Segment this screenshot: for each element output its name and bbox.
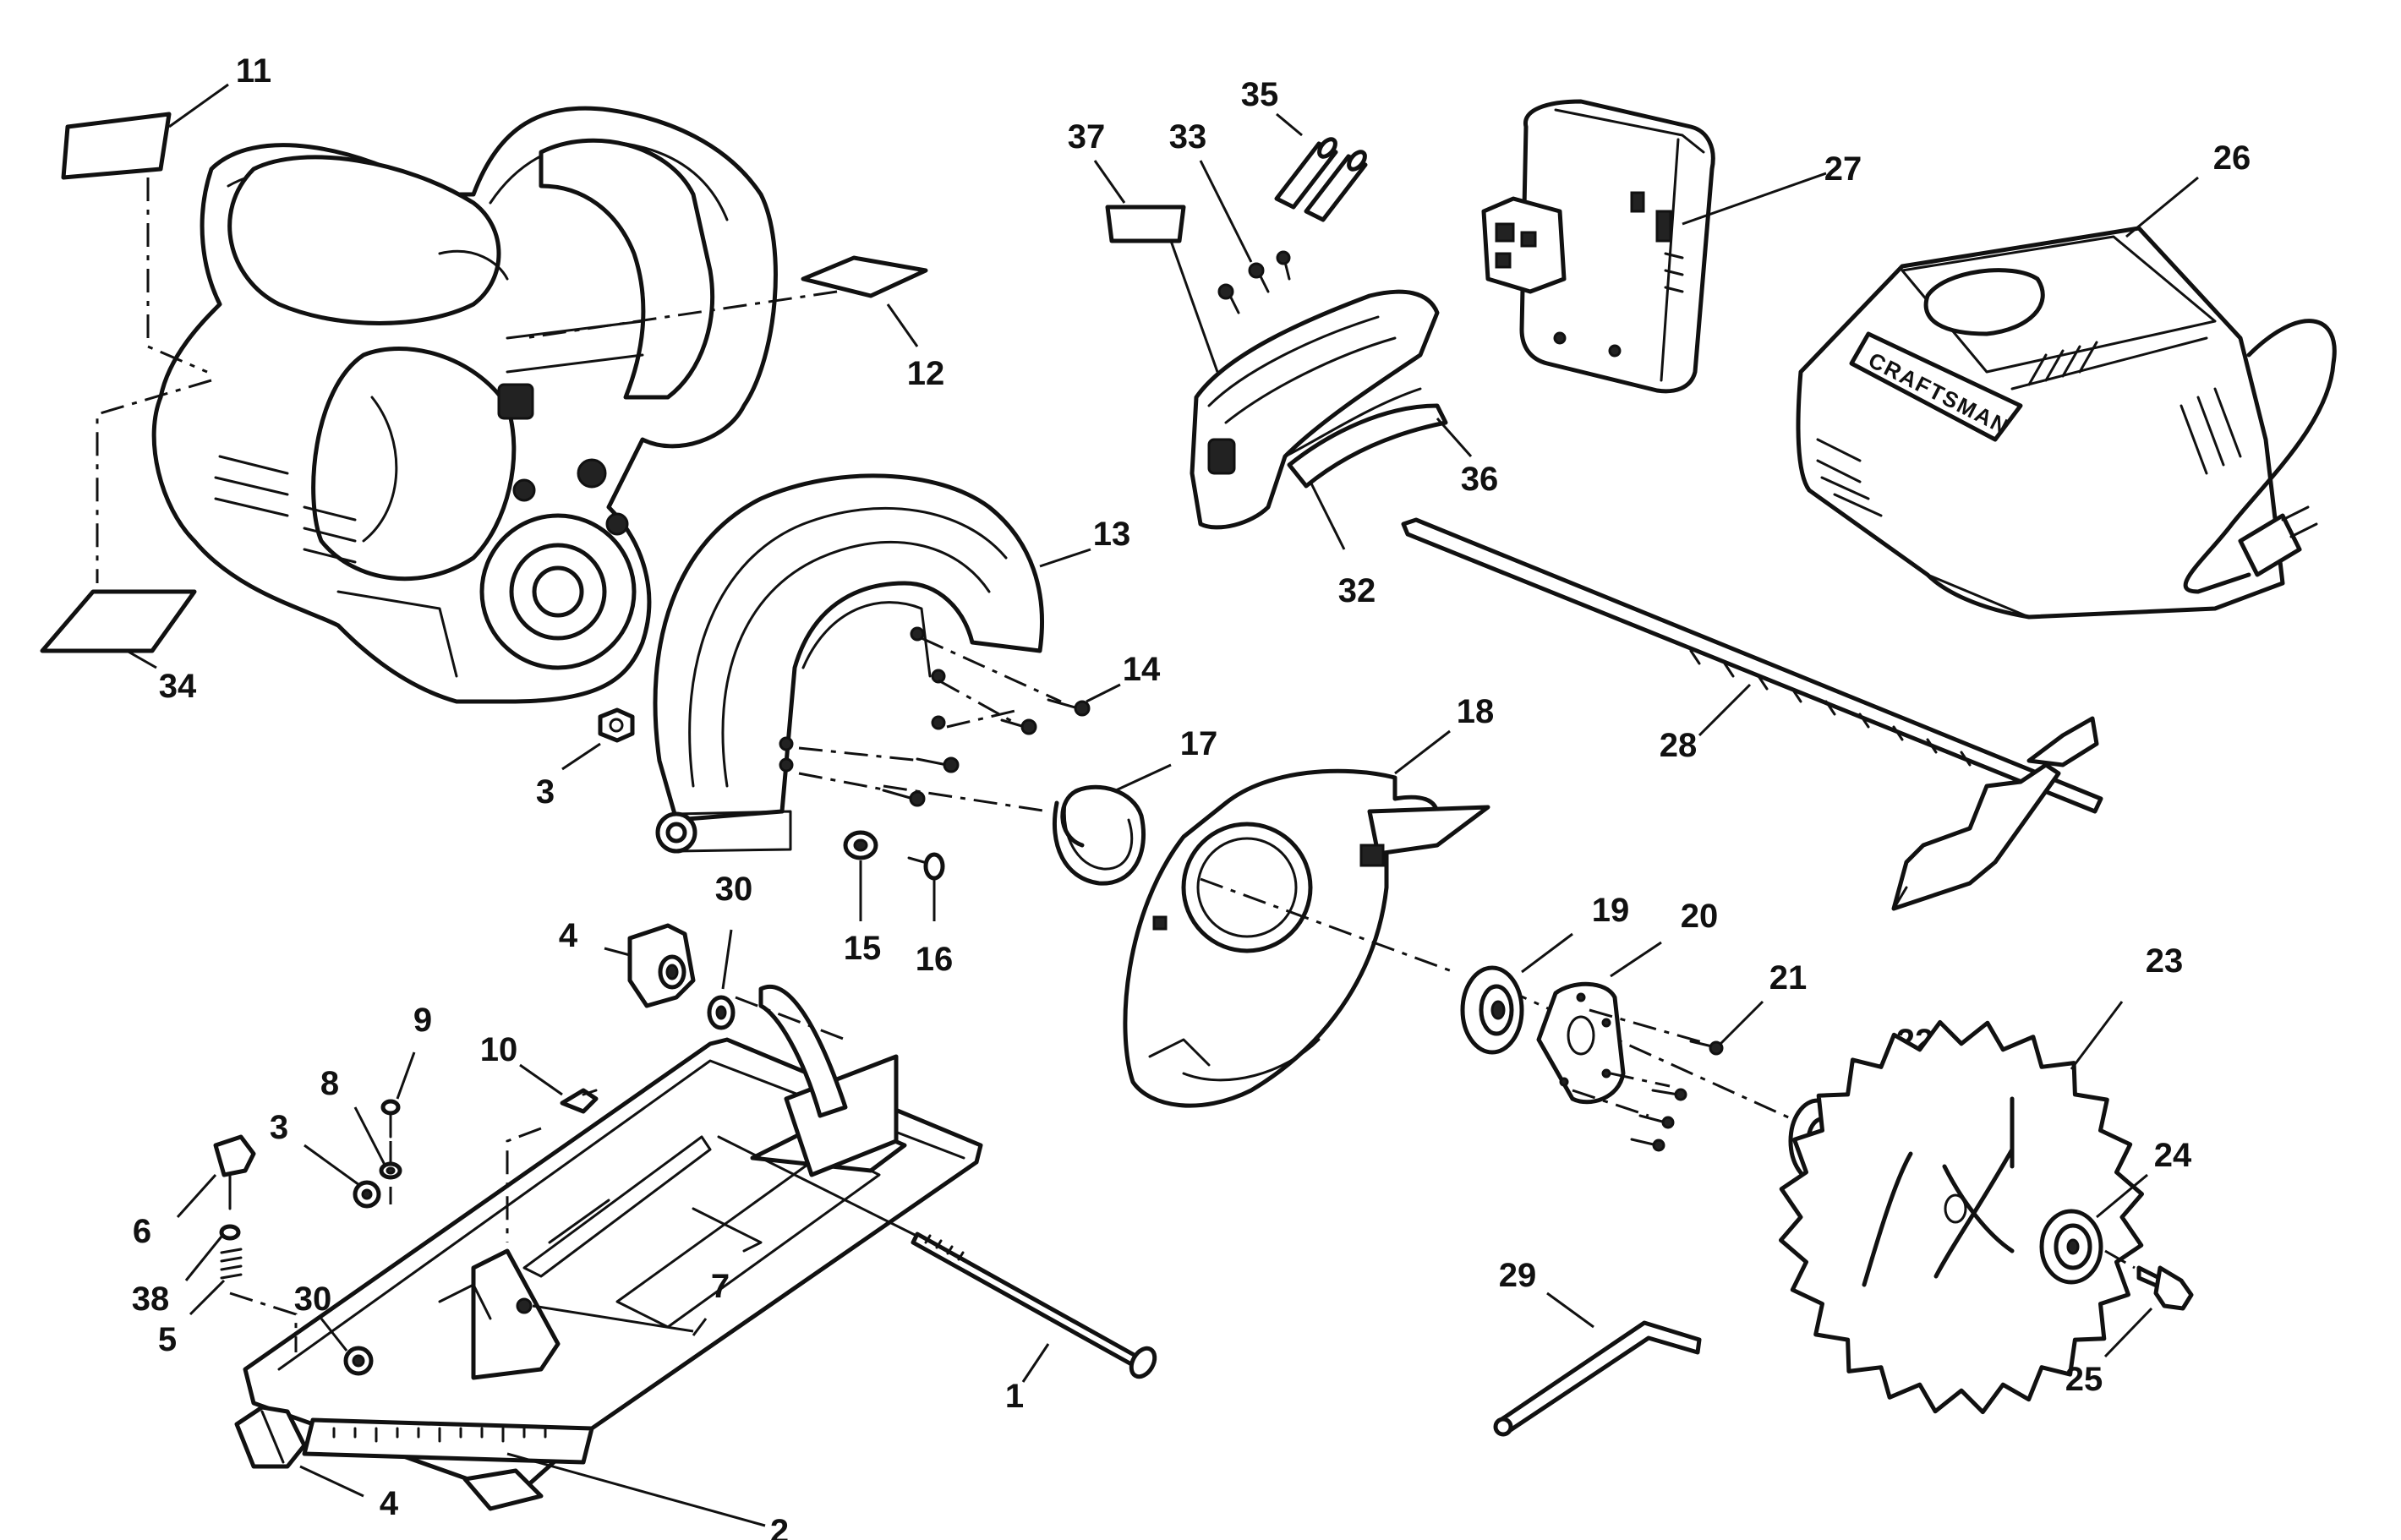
callout-8: 8 xyxy=(320,1065,339,1102)
inner-washer-19: 19 xyxy=(1460,892,1630,1055)
screw-9: 9 xyxy=(380,1002,432,1204)
callout-18: 18 xyxy=(1457,693,1495,730)
washer-8: 8 xyxy=(320,1065,402,1180)
shoe-rivet-7: 7 xyxy=(516,1268,730,1336)
thumb-knob-6: 6 xyxy=(133,1134,256,1250)
guard-screws-14: 14 xyxy=(910,626,1161,735)
callout-26: 26 xyxy=(2213,139,2251,177)
depth-bracket-axis xyxy=(735,996,846,1041)
callout-3b: 3 xyxy=(270,1109,288,1146)
callout-35: 35 xyxy=(1241,76,1279,113)
callout-4b: 4 xyxy=(380,1485,399,1522)
knob-4-lower: 4 xyxy=(234,1405,399,1522)
washer-38: 38 xyxy=(132,1224,241,1318)
callout-32: 32 xyxy=(1338,572,1376,609)
label-decal-11: 11 xyxy=(61,52,271,374)
callout-1: 1 xyxy=(1005,1378,1024,1415)
callout-23: 23 xyxy=(2146,942,2184,980)
motor-housing xyxy=(151,106,778,704)
knob-4-upper: 4 xyxy=(559,917,696,1008)
callout-30a: 30 xyxy=(715,871,753,908)
callout-20: 20 xyxy=(1681,898,1719,935)
callout-21: 21 xyxy=(1769,959,1808,997)
callout-4a: 4 xyxy=(559,917,578,954)
callout-36: 36 xyxy=(1461,461,1499,498)
spring-5: 5 xyxy=(158,1248,298,1358)
callout-5: 5 xyxy=(158,1321,177,1358)
callout-37: 37 xyxy=(1068,118,1106,156)
callout-7: 7 xyxy=(711,1268,730,1305)
callout-15: 15 xyxy=(844,930,882,967)
washer-15: 15 xyxy=(843,830,882,967)
pins-35: 35 xyxy=(1241,76,1368,222)
callout-2: 2 xyxy=(770,1513,789,1540)
callout-25: 25 xyxy=(2065,1361,2103,1398)
nut-3-upper: 3 xyxy=(536,707,635,811)
blade-bolt-25: 25 xyxy=(2065,1249,2194,1398)
lower-blade-guard: 18 xyxy=(1123,693,1495,1108)
callout-9: 9 xyxy=(413,1002,432,1039)
nut-3-lower: 3 xyxy=(270,1109,381,1209)
callout-19: 19 xyxy=(1592,892,1630,929)
screw-16: 16 xyxy=(907,852,954,978)
callout-38: 38 xyxy=(132,1281,170,1318)
guard-mount-screws xyxy=(779,736,960,807)
pad-strip-36: 36 xyxy=(1287,403,1499,498)
washer-30-lower: 30 xyxy=(294,1281,374,1376)
callout-30b: 30 xyxy=(294,1281,332,1318)
callout-34: 34 xyxy=(159,668,197,705)
flange-screws-21: 21 xyxy=(1572,959,1808,1152)
callout-10: 10 xyxy=(480,1031,518,1068)
upper-blade-guard: 13 xyxy=(653,473,1131,854)
hex-wrench-29: 29 xyxy=(1493,1257,1702,1437)
callout-13: 13 xyxy=(1093,516,1131,553)
blade-washer-24: 24 xyxy=(2039,1137,2192,1285)
saw-blade-23: 23 xyxy=(1779,942,2184,1415)
base-shoe-2: 2 xyxy=(243,985,983,1540)
washer-30-upper: 30 xyxy=(707,871,753,1030)
callout-28: 28 xyxy=(1660,727,1698,764)
callout-27: 27 xyxy=(1824,150,1862,188)
callout-33: 33 xyxy=(1169,118,1207,156)
callout-29: 29 xyxy=(1499,1257,1537,1294)
pivot-rod-1: 1 xyxy=(717,1135,1157,1415)
battery-charger-26: CRAFTSMAN 26 xyxy=(1796,139,2337,620)
rip-fence-28: 28 xyxy=(1401,517,2103,911)
callout-17: 17 xyxy=(1180,725,1218,762)
battery-pack-27: 27 xyxy=(1481,99,1862,394)
callout-24: 24 xyxy=(2154,1137,2192,1174)
callout-6: 6 xyxy=(133,1213,151,1250)
battery-holder-32: 32 xyxy=(1190,289,1440,609)
label-decal-12: 12 xyxy=(523,255,945,392)
label-decal-34: 34 xyxy=(40,379,212,705)
holder-screws-33: 33 xyxy=(1169,118,1291,314)
callout-3a: 3 xyxy=(536,773,555,811)
callout-11: 11 xyxy=(236,52,271,90)
screw-10: 10 xyxy=(480,1031,599,1242)
callout-12: 12 xyxy=(907,355,945,392)
label-decal-37: 37 xyxy=(1068,118,1219,373)
retract-spring-17: 17 xyxy=(883,725,1218,886)
callout-16: 16 xyxy=(916,941,954,978)
callout-14: 14 xyxy=(1123,651,1161,688)
